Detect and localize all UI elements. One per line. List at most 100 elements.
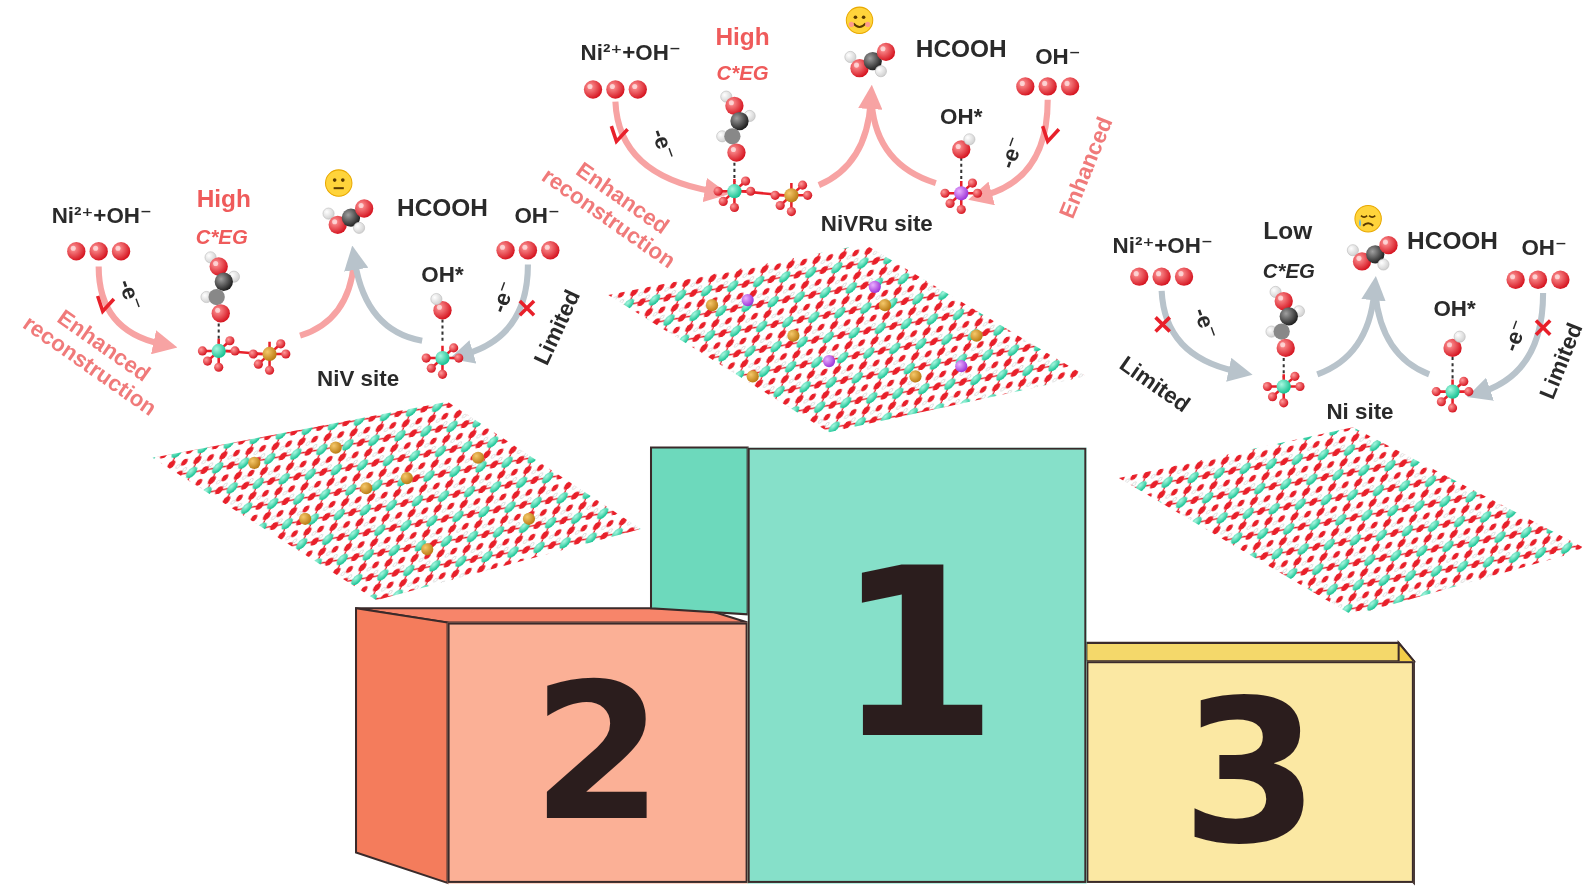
crystal-slabs [330, 441, 342, 453]
annotation-label: Ni²⁺+OH⁻ [52, 203, 152, 228]
annotation-label: High [715, 23, 769, 50]
nivru-panel [771, 181, 813, 217]
nivru-panel [872, 104, 936, 183]
nivru-panel [849, 22, 854, 27]
rank-number: 2 [532, 659, 663, 847]
nivru-panel [846, 7, 872, 33]
niv-panel [98, 296, 114, 311]
nivru-panel [615, 102, 712, 192]
annotation-label: C*EG [196, 226, 248, 248]
niv-panel [67, 170, 559, 379]
niv-panel [520, 301, 534, 315]
crystal-slabs [153, 402, 641, 600]
niv-panel [323, 199, 373, 234]
crystal-slabs [153, 402, 641, 600]
crystal-slabs [608, 244, 1086, 432]
ni-panel [1483, 293, 1543, 392]
ni-panel [1454, 331, 1465, 342]
niv-panel [441, 319, 443, 343]
nivru-panel [611, 126, 627, 141]
niv-panel [341, 178, 345, 182]
nivru-panel [846, 7, 872, 33]
annotation-label: HCOOH [1407, 228, 1498, 255]
crystal-slabs [909, 370, 921, 382]
annotation-label: NiVRu site [821, 211, 933, 236]
niv-panel [300, 262, 354, 335]
niv-panel [198, 336, 240, 372]
nivru-panel [865, 22, 870, 27]
annotation-label: -e⁻ [1188, 304, 1222, 342]
annotation-label: Enhanced reconstruction [537, 143, 694, 273]
ni-panel [1266, 286, 1305, 377]
annotation-label: Enhanced reconstruction [18, 291, 175, 421]
annotation-label: -e⁻ [113, 276, 147, 314]
nivru-panel [584, 7, 1079, 216]
ni-panel [1359, 219, 1361, 227]
crystal-slabs [879, 299, 891, 311]
crystal-slabs [248, 457, 260, 469]
ni-panel [1452, 357, 1454, 378]
nivru-panel [853, 23, 865, 27]
crystal-slabs [1119, 427, 1587, 615]
crystal-slabs [970, 330, 982, 342]
crystal-slabs [787, 330, 799, 342]
rank-number: 1 [836, 538, 999, 772]
niv-panel [249, 339, 291, 375]
podium-block: 2 [448, 623, 748, 883]
annotation-label: OH* [940, 105, 982, 130]
annotation-label: OH⁻ [1035, 45, 1080, 70]
niv-panel [431, 293, 442, 304]
niv-panel [422, 343, 464, 379]
crystal-slabs [1119, 427, 1587, 615]
annotation-label: HCOOH [916, 35, 1007, 62]
crystal-slabs [823, 355, 835, 367]
annotation-label: OH* [1433, 297, 1475, 322]
nivru-panel [1016, 77, 1079, 95]
annotation-label: OH⁻ [1521, 236, 1566, 261]
annotation-label: Ni²⁺+OH⁻ [1113, 234, 1213, 259]
podium-block: 1 [748, 448, 1087, 883]
annotation-label: Limited [1115, 352, 1194, 418]
crystal-slabs [360, 482, 372, 494]
annotation-label: C*EG [1263, 259, 1315, 281]
annotation-label: Ni site [1326, 400, 1393, 425]
annotation-label: OH* [421, 262, 463, 287]
ni-panel [1130, 268, 1193, 286]
ni-panel [1361, 216, 1375, 218]
niv-panel [326, 170, 352, 196]
annotation-label: Limited [1535, 320, 1588, 403]
rank-number: 3 [1181, 673, 1319, 871]
crystal-slabs [608, 244, 1086, 432]
niv-panel [334, 187, 344, 189]
nivru-panel [714, 176, 756, 212]
nivru-panel [862, 15, 866, 19]
ni-panel [1506, 271, 1569, 289]
annotation-label: Limited [529, 286, 585, 369]
podium-block: 3 [1086, 661, 1414, 883]
niv-panel [201, 252, 240, 343]
annotation-label: OH⁻ [514, 203, 559, 228]
nivru-panel [845, 43, 895, 78]
ni-panel [1347, 236, 1397, 271]
crystal-slabs [706, 299, 718, 311]
annotation-label: High [197, 186, 251, 213]
nivru-panel [584, 80, 647, 98]
ni-panel [1355, 205, 1381, 231]
annotation-label: C*EG [717, 62, 769, 84]
niv-panel [326, 170, 352, 196]
podium-art [651, 448, 748, 615]
crystal-slabs [523, 513, 535, 525]
crystal-slabs [472, 452, 484, 464]
crystal-slabs [955, 360, 967, 372]
ni-panel [1162, 291, 1236, 371]
annotation-label: NiV site [317, 367, 399, 392]
annotation-label: -e⁻ [646, 125, 680, 163]
crystal-slabs [869, 281, 881, 293]
annotation-label: Ni²⁺+OH⁻ [581, 41, 681, 66]
ni-panel [1536, 320, 1550, 334]
crystal-slabs [401, 472, 413, 484]
niv-panel [466, 264, 528, 354]
crystal-slabs [421, 543, 433, 555]
podium-art [356, 608, 448, 883]
ni-panel [1355, 205, 1381, 231]
